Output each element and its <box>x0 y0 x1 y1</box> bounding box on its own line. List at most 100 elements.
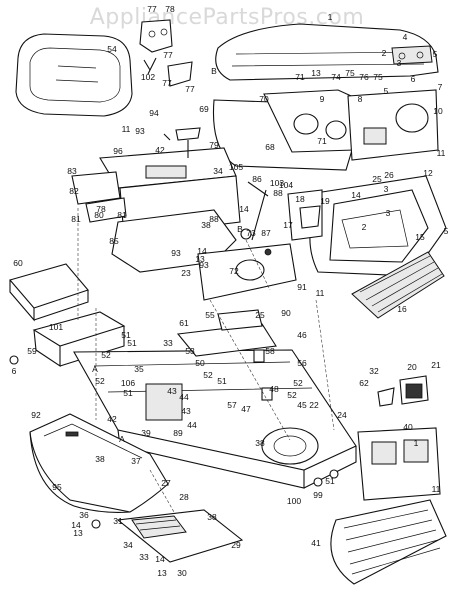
side-panel-part <box>287 189 323 241</box>
part-callout-label: 54 <box>107 44 117 54</box>
part-callout-label: 16 <box>397 304 407 314</box>
part-callout-label: 56 <box>297 358 307 368</box>
parts-artwork <box>9 19 447 585</box>
footrest-part <box>29 413 169 513</box>
part-callout-label: 95 <box>52 482 62 492</box>
part-callout-label: 55 <box>205 310 215 320</box>
part-callout-label: 53 <box>185 346 195 356</box>
part-callout-label: B <box>211 66 217 76</box>
part-callout-label: 48 <box>269 384 279 394</box>
part-callout-label: 77 <box>185 84 195 94</box>
part-callout-label: 86 <box>252 174 262 184</box>
part-callout-label: 2 <box>362 222 367 232</box>
part-callout-label: 100 <box>287 496 301 506</box>
part-callout-label: 28 <box>179 492 189 502</box>
front-grille-part <box>330 499 447 585</box>
part-callout-label: 5 <box>433 49 438 59</box>
fuel-tank-part <box>111 209 297 301</box>
part-callout-label: 58 <box>265 346 275 356</box>
part-callout-label: 52 <box>101 350 111 360</box>
part-callout-label: 92 <box>31 410 41 420</box>
part-callout-label: 25 <box>372 174 382 184</box>
part-callout-label: 93 <box>171 248 181 258</box>
part-callout-label: 14 <box>197 246 207 256</box>
part-callout-label: 34 <box>123 540 133 550</box>
part-callout-label: 52 <box>287 390 297 400</box>
part-callout-label: 38 <box>95 454 105 464</box>
part-callout-label: 51 <box>217 376 227 386</box>
part-callout-label: 38 <box>255 438 265 448</box>
front-bezel-part <box>357 427 441 501</box>
part-callout-label: 29 <box>231 540 241 550</box>
part-callout-label: 62 <box>359 378 369 388</box>
part-callout-label: 13 <box>157 568 167 578</box>
part-callout-label: 26 <box>384 170 394 180</box>
part-callout-label: 8 <box>358 94 363 104</box>
part-callout-label: 7 <box>438 82 443 92</box>
part-callout-label: 45 <box>297 400 307 410</box>
seat-part <box>15 33 133 117</box>
grille-screen-part <box>351 251 445 319</box>
part-callout-label: 71 <box>295 72 305 82</box>
part-callout-label: 106 <box>121 378 135 388</box>
part-callout-label: 51 <box>121 330 131 340</box>
part-callout-label: 18 <box>295 194 305 204</box>
part-callout-label: 19 <box>320 196 330 206</box>
part-callout-label: 10 <box>433 106 443 116</box>
part-callout-label: 52 <box>95 376 105 386</box>
dash-panel-part <box>212 89 361 171</box>
battery-tray-part <box>9 263 89 322</box>
hood-part <box>215 23 439 81</box>
part-callout-label: 90 <box>281 308 291 318</box>
part-callout-label: 31 <box>113 516 123 526</box>
part-callout-label: 77 <box>163 50 173 60</box>
part-callout-label: 99 <box>313 490 323 500</box>
part-callout-label: 20 <box>407 362 417 372</box>
frame-part <box>73 309 357 489</box>
part-callout-label: 89 <box>173 428 183 438</box>
part-callout-label: 5 <box>384 86 389 96</box>
part-callout-label: 33 <box>139 552 149 562</box>
part-callout-label: 6 <box>12 366 17 376</box>
part-callout-label: 32 <box>369 366 379 376</box>
part-callout-label: 1 <box>328 12 333 22</box>
part-callout-label: 69 <box>199 104 209 114</box>
part-callout-label: 47 <box>241 404 251 414</box>
steering-part <box>163 127 269 241</box>
part-callout-label: 77 <box>162 78 172 88</box>
part-callout-label: 14 <box>351 190 361 200</box>
part-callout-label: 37 <box>131 456 141 466</box>
part-callout-label: 80 <box>94 210 104 220</box>
part-callout-label: 35 <box>134 364 144 374</box>
part-callout-label: 51 <box>123 388 133 398</box>
part-callout-label: 15 <box>415 232 425 242</box>
part-callout-label: 17 <box>283 220 293 230</box>
part-callout-label: 1 <box>414 438 419 448</box>
seat-bracket-parts <box>139 19 193 87</box>
part-callout-label: 82 <box>69 186 79 196</box>
part-callout-label: 77 <box>147 4 157 14</box>
part-callout-label: 9 <box>320 94 325 104</box>
part-callout-label: 25 <box>255 310 265 320</box>
part-callout-label: 51 <box>127 338 137 348</box>
part-callout-label: 60 <box>13 258 23 268</box>
part-callout-label: 104 <box>279 180 293 190</box>
part-callout-label: 71 <box>317 136 327 146</box>
part-callout-label: 11 <box>432 484 441 494</box>
part-callout-label: 14 <box>155 554 165 564</box>
part-callout-label: 79 <box>209 140 219 150</box>
part-callout-label: 11 <box>122 124 131 134</box>
part-callout-label: 3 <box>384 184 389 194</box>
part-callout-label: 73 <box>246 228 256 238</box>
part-callout-label: A <box>92 364 98 374</box>
part-callout-label: B <box>237 224 243 234</box>
part-callout-label: 44 <box>179 392 189 402</box>
headlight-part <box>377 375 429 407</box>
part-callout-label: 50 <box>195 358 205 368</box>
part-callout-label: 93 <box>135 126 145 136</box>
part-callout-label: 70 <box>259 94 269 104</box>
part-callout-label: 51 <box>325 476 335 486</box>
part-callout-label: 81 <box>71 214 81 224</box>
